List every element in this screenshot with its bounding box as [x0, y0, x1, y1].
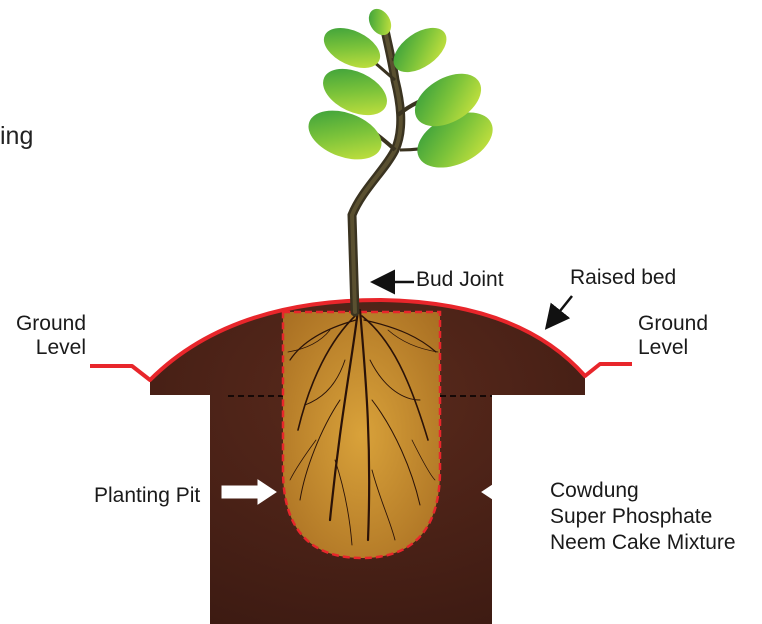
bud-joint-label: Bud Joint	[416, 268, 504, 292]
ground-level-right-line1: Ground	[638, 312, 708, 336]
ground-level-label-left: Ground Level	[12, 312, 86, 360]
raised-bed-arrow	[548, 296, 572, 326]
mixture-line-cowdung: Cowdung	[550, 478, 736, 504]
ground-level-left-line1: Ground	[12, 312, 86, 336]
plant	[302, 5, 502, 312]
raised-bed-label: Raised bed	[570, 266, 676, 290]
mixture-label: Cowdung Super Phosphate Neem Cake Mixtur…	[550, 478, 736, 556]
mixture-line-super-phosphate: Super Phosphate	[550, 504, 736, 530]
mixture-line-neem-cake: Neem Cake Mixture	[550, 530, 736, 556]
ground-level-left-line2: Level	[12, 336, 86, 360]
ground-level-label-right: Ground Level	[638, 312, 708, 360]
leaf-icon	[364, 5, 395, 39]
planting-pit-label: Planting Pit	[94, 484, 200, 508]
title-fragment: ing	[0, 124, 33, 148]
planting-pit-fill	[283, 312, 440, 558]
ground-level-right-line2: Level	[638, 336, 708, 360]
